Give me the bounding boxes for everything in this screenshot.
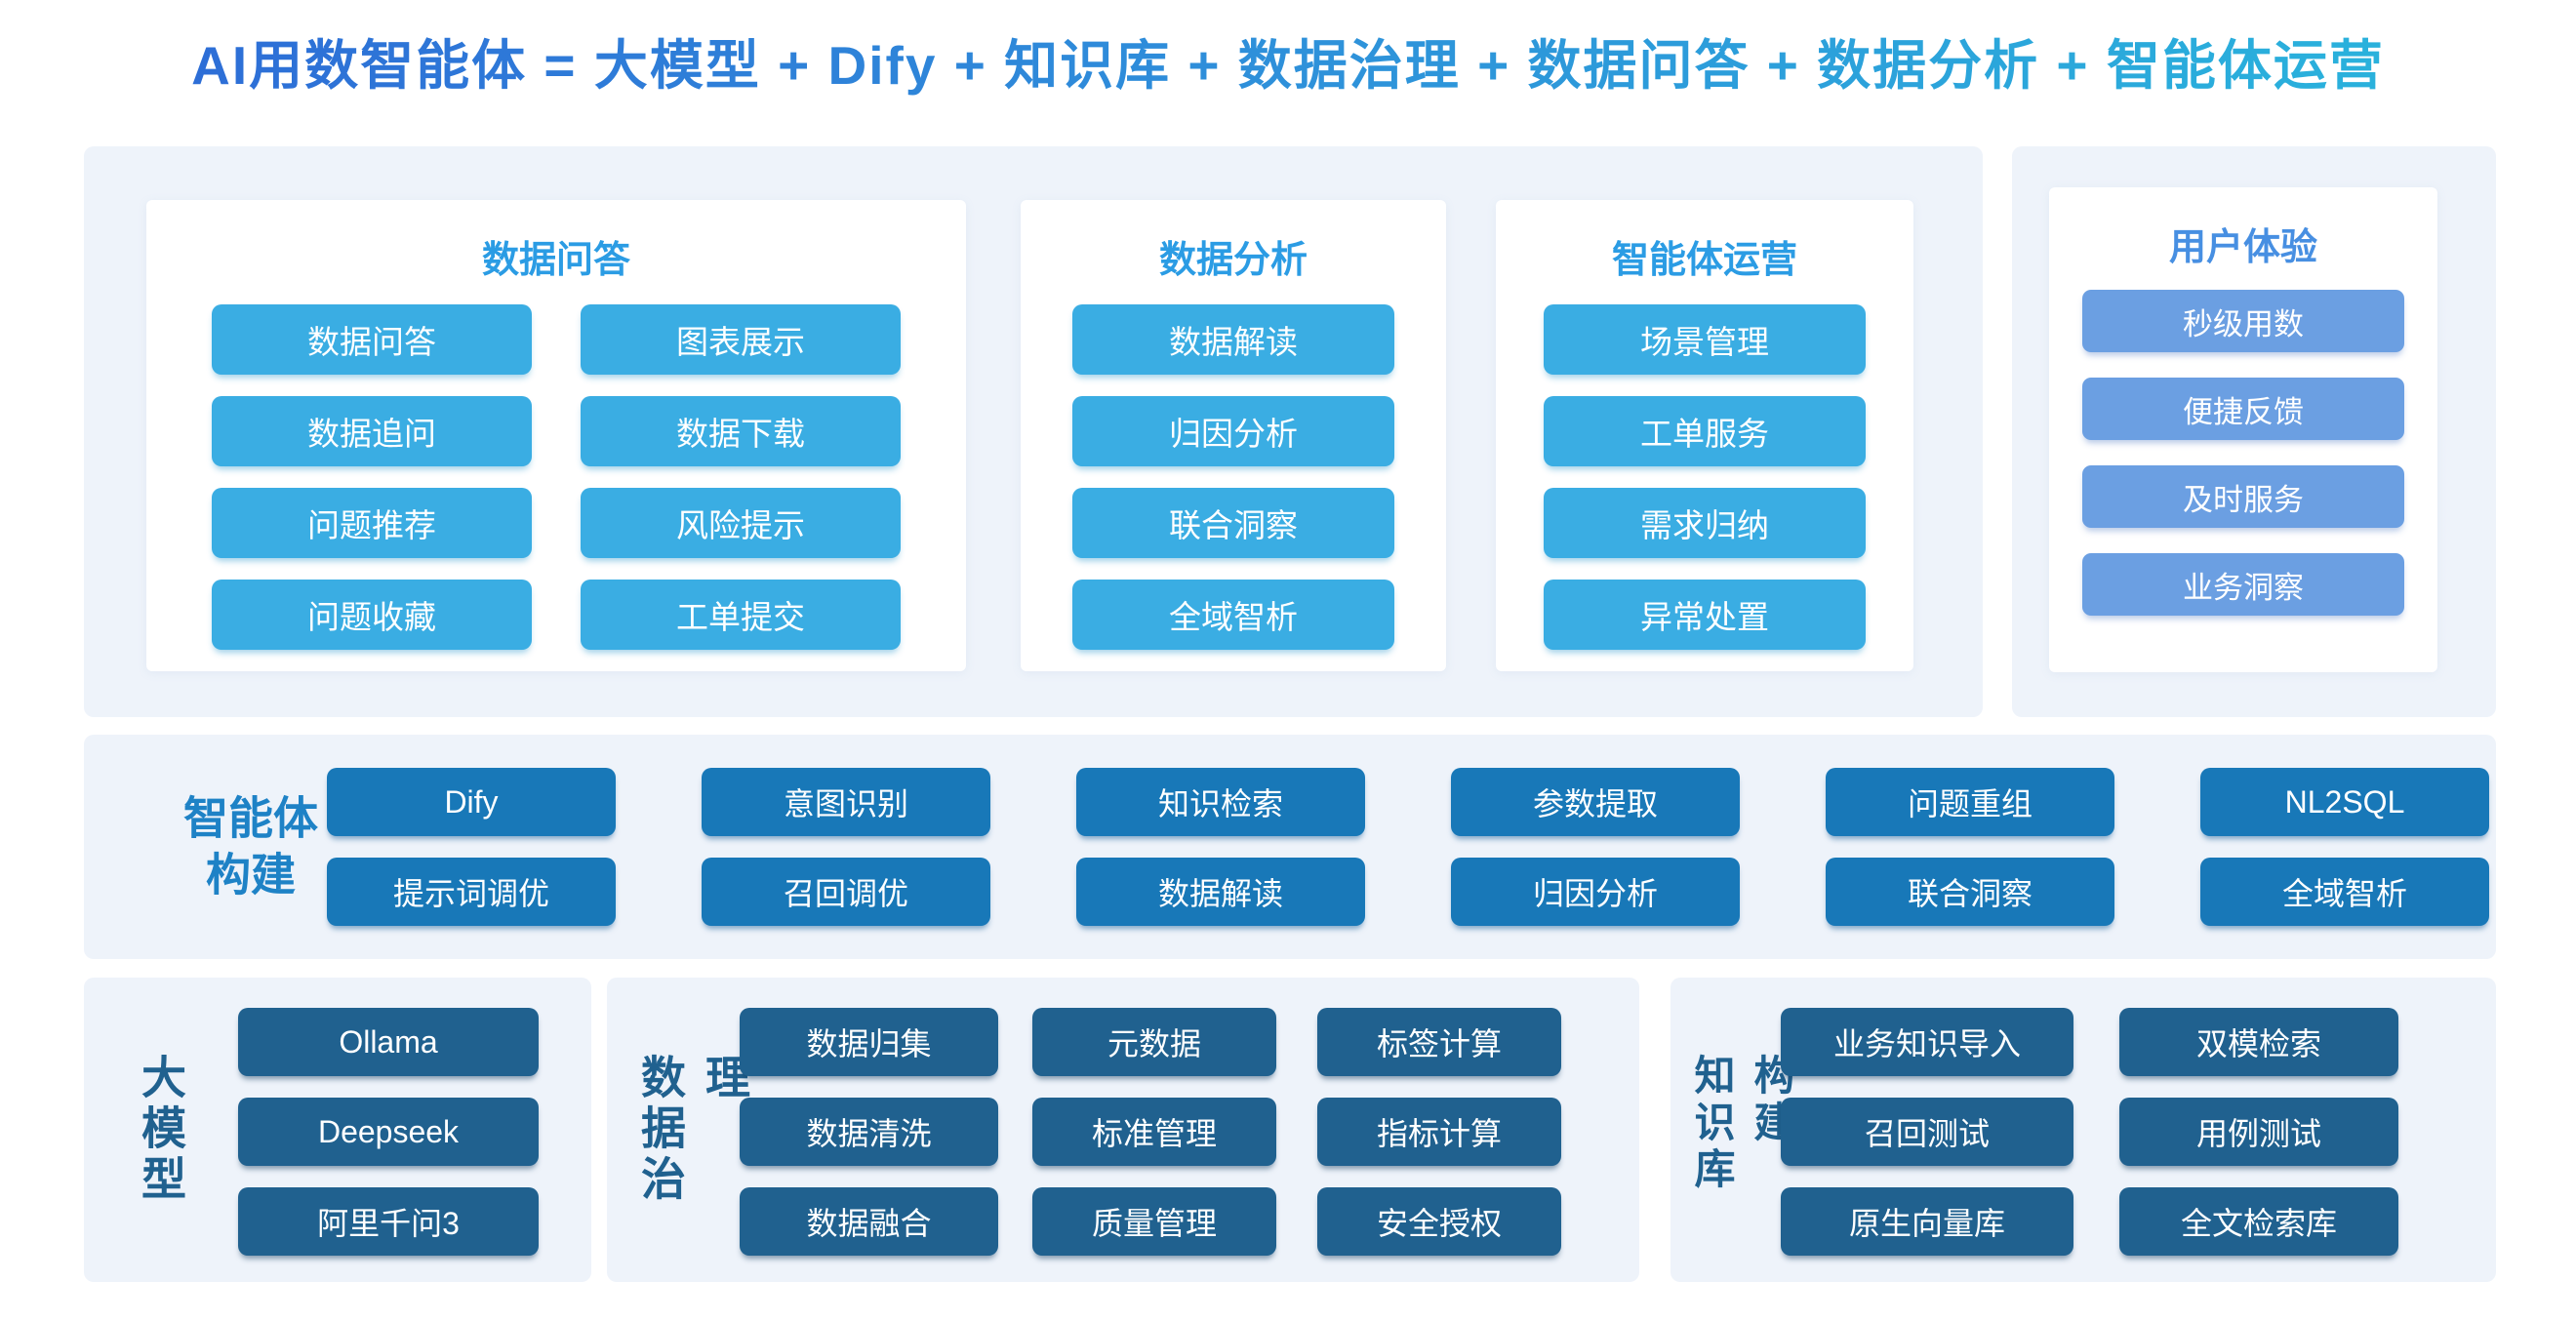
- chip: 工单服务: [1544, 396, 1866, 466]
- chip: 全域智析: [1072, 580, 1394, 650]
- chip: 联合洞察: [1826, 858, 2114, 926]
- chip: NL2SQL: [2200, 768, 2489, 836]
- chip: 提示词调优: [327, 858, 616, 926]
- data-governance-label: 数据治理: [635, 1054, 750, 1206]
- chip: 数据融合: [740, 1187, 998, 1256]
- chip: 指标计算: [1317, 1098, 1561, 1166]
- data-governance-col: 标签计算 指标计算 安全授权: [1317, 1008, 1561, 1256]
- chip: 风险提示: [581, 488, 901, 558]
- chip: Deepseek: [238, 1098, 539, 1166]
- chip: 图表展示: [581, 304, 901, 375]
- agent-build-col: 知识检索 数据解读: [1076, 768, 1365, 926]
- card-agent-ops: 智能体运营 场景管理 工单服务 需求归纳 异常处置: [1496, 200, 1913, 671]
- agent-build-band: 智能体 构建 Dify 提示词调优 意图识别 召回调优 知识检索 数据解读 参数…: [84, 735, 2496, 959]
- chip: 标签计算: [1317, 1008, 1561, 1076]
- card-data-qa-title: 数据问答: [481, 240, 630, 281]
- agent-build-label: 智能体 构建: [178, 791, 324, 903]
- card-data-qa: 数据问答 数据问答 图表展示 数据追问 数据下载 问题推荐 风险提示 问题收藏 …: [146, 200, 966, 671]
- data-governance-panel: 数据治理 数据归集 数据清洗 数据融合 元数据 标准管理 质量管理 标签计算 指…: [607, 978, 1639, 1282]
- chip: 数据下载: [581, 396, 901, 466]
- chip: 数据解读: [1076, 858, 1365, 926]
- chip: 数据归集: [740, 1008, 998, 1076]
- card-agent-ops-title: 智能体运营: [1611, 240, 1797, 281]
- chip: 归因分析: [1451, 858, 1740, 926]
- chip: 场景管理: [1544, 304, 1866, 375]
- card-data-analysis-grid: 数据解读 归因分析 联合洞察 全域智析: [1021, 304, 1446, 650]
- chip: 参数提取: [1451, 768, 1740, 836]
- data-governance-col: 元数据 标准管理 质量管理: [1032, 1008, 1276, 1256]
- chip: 联合洞察: [1072, 488, 1394, 558]
- agent-build-col: NL2SQL 全域智析: [2200, 768, 2489, 926]
- data-governance-col: 数据归集 数据清洗 数据融合: [740, 1008, 998, 1256]
- card-data-qa-grid: 数据问答 图表展示 数据追问 数据下载 问题推荐 风险提示 问题收藏 工单提交: [146, 304, 966, 650]
- chip: 召回测试: [1781, 1098, 2073, 1166]
- card-data-analysis: 数据分析 数据解读 归因分析 联合洞察 全域智析: [1021, 200, 1446, 671]
- chip: 阿里千问3: [238, 1187, 539, 1256]
- chip: Ollama: [238, 1008, 539, 1076]
- chip: 秒级用数: [2082, 290, 2404, 352]
- chip: 召回调优: [702, 858, 990, 926]
- agent-build-col: 意图识别 召回调优: [702, 768, 990, 926]
- chip: 工单提交: [581, 580, 901, 650]
- agent-build-col: 问题重组 联合洞察: [1826, 768, 2114, 926]
- user-experience-panel: 用户体验 秒级用数 便捷反馈 及时服务 业务洞察: [2012, 146, 2496, 717]
- chip: 业务洞察: [2082, 553, 2404, 616]
- llm-panel: 大模型 Ollama Deepseek 阿里千问3: [84, 978, 591, 1282]
- chip: 归因分析: [1072, 396, 1394, 466]
- chip: 元数据: [1032, 1008, 1276, 1076]
- chip: Dify: [327, 768, 616, 836]
- knowledge-base-panel: 知识库构建 业务知识导入 召回测试 原生向量库 双模检索 用例测试 全文检索库: [1670, 978, 2496, 1282]
- chip: 数据追问: [212, 396, 532, 466]
- agent-build-label-line2: 构建: [206, 849, 296, 900]
- chip: 数据解读: [1072, 304, 1394, 375]
- card-data-analysis-title: 数据分析: [1158, 240, 1308, 281]
- chip: 知识检索: [1076, 768, 1365, 836]
- card-user-experience-title: 用户体验: [2168, 227, 2317, 268]
- card-agent-ops-grid: 场景管理 工单服务 需求归纳 异常处置: [1496, 304, 1913, 650]
- card-user-experience: 用户体验 秒级用数 便捷反馈 及时服务 业务洞察: [2049, 187, 2437, 672]
- agent-build-columns: Dify 提示词调优 意图识别 召回调优 知识检索 数据解读 参数提取 归因分析…: [327, 768, 2489, 926]
- chip: 全域智析: [2200, 858, 2489, 926]
- chip: 及时服务: [2082, 465, 2404, 528]
- knowledge-base-col: 业务知识导入 召回测试 原生向量库: [1781, 1008, 2073, 1256]
- chip: 数据问答: [212, 304, 532, 375]
- page-title: AI用数智能体 = 大模型 + Dify + 知识库 + 数据治理 + 数据问答…: [0, 21, 2576, 100]
- chip: 数据清洗: [740, 1098, 998, 1166]
- card-user-experience-grid: 秒级用数 便捷反馈 及时服务 业务洞察: [2049, 290, 2437, 616]
- chip: 意图识别: [702, 768, 990, 836]
- chip: 质量管理: [1032, 1187, 1276, 1256]
- chip: 问题重组: [1826, 768, 2114, 836]
- chip: 问题收藏: [212, 580, 532, 650]
- chip: 需求归纳: [1544, 488, 1866, 558]
- chip: 便捷反馈: [2082, 378, 2404, 440]
- knowledge-base-col: 双模检索 用例测试 全文检索库: [2119, 1008, 2398, 1256]
- llm-stack: Ollama Deepseek 阿里千问3: [238, 1008, 539, 1256]
- chip: 业务知识导入: [1781, 1008, 2073, 1076]
- agent-build-col: 参数提取 归因分析: [1451, 768, 1740, 926]
- chip: 全文检索库: [2119, 1187, 2398, 1256]
- agent-build-col: Dify 提示词调优: [327, 768, 616, 926]
- chip: 用例测试: [2119, 1098, 2398, 1166]
- chip: 标准管理: [1032, 1098, 1276, 1166]
- chip: 问题推荐: [212, 488, 532, 558]
- chip: 异常处置: [1544, 580, 1866, 650]
- chip: 安全授权: [1317, 1187, 1561, 1256]
- chip: 双模检索: [2119, 1008, 2398, 1076]
- llm-panel-label: 大模型: [136, 1054, 186, 1206]
- top-capability-panel: 数据问答 数据问答 图表展示 数据追问 数据下载 问题推荐 风险提示 问题收藏 …: [84, 146, 1983, 717]
- agent-build-label-line1: 智能体: [183, 792, 318, 844]
- chip: 原生向量库: [1781, 1187, 2073, 1256]
